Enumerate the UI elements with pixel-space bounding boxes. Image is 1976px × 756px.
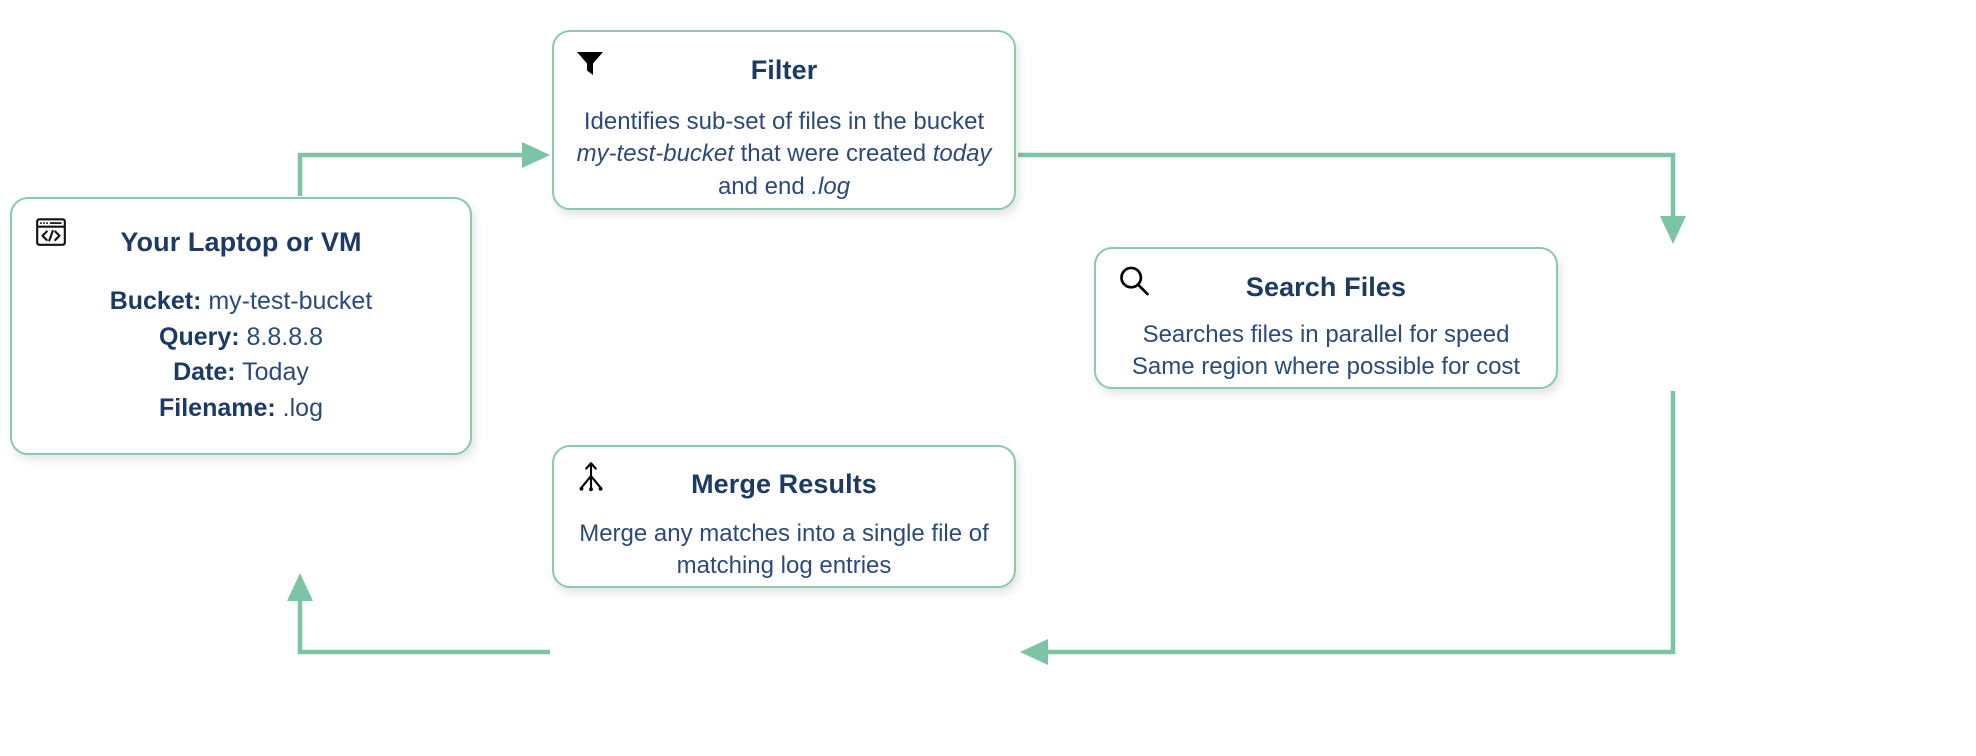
filter-line-3: and end .log — [554, 171, 1014, 203]
merge-line-2: matching log entries — [676, 552, 892, 580]
node-title: Your Laptop or VM — [120, 227, 362, 257]
field-bucket-value: my-test-bucket — [208, 287, 373, 315]
node-filter[interactable]: Filter Identifies sub-set of files in th… — [552, 30, 1016, 210]
field-bucket-label: Bucket: — [109, 287, 202, 315]
field-date-label: Date: — [173, 358, 236, 386]
search-line-2: Same region where possible for cost — [1131, 353, 1521, 381]
filter-line-3-pre: and end — [717, 172, 812, 200]
field-query: Query: 8.8.8.8 — [12, 320, 470, 356]
node-title: Filter — [750, 55, 818, 85]
node-body: Searches files in parallel for speed Sam… — [1096, 319, 1556, 384]
search-icon — [1116, 263, 1152, 299]
filter-bucket-name: my-test-bucket — [576, 140, 734, 168]
arrowhead-into-merge — [1020, 639, 1048, 665]
code-window-icon — [34, 215, 68, 249]
edge-laptop-to-filter — [297, 152, 536, 196]
merge-line-1: Merge any matches into a single file of — [579, 520, 989, 547]
filter-extension-token: .log — [811, 172, 851, 200]
node-title: Search Files — [1245, 272, 1407, 302]
filter-date-token: today — [932, 140, 992, 168]
arrowhead-into-filter — [522, 142, 550, 168]
node-body: Identifies sub-set of files in the bucke… — [554, 106, 1014, 203]
field-query-label: Query: — [159, 322, 240, 351]
field-date-value: Today — [242, 358, 309, 386]
filter-line-1: Identifies sub-set of files in the bucke… — [583, 108, 985, 135]
filter-line-2-mid: that were created — [733, 140, 933, 168]
field-bucket: Bucket: my-test-bucket — [12, 284, 470, 320]
git-merge-icon — [574, 459, 608, 493]
field-query-value: 8.8.8.8 — [246, 322, 323, 351]
node-merge-results[interactable]: Merge Results Merge any matches into a s… — [552, 445, 1016, 588]
field-filename-label: Filename: — [159, 393, 276, 422]
field-date: Date: Today — [12, 355, 470, 391]
edge-merge-to-laptop — [297, 588, 550, 655]
arrowhead-into-laptop — [287, 573, 313, 601]
edge-search-to-merge — [1034, 391, 1676, 655]
node-body: Bucket: my-test-bucket Query: 8.8.8.8 Da… — [12, 284, 470, 426]
node-body: Merge any matches into a single file of … — [554, 518, 1014, 583]
node-title: Merge Results — [691, 469, 877, 499]
node-search-files[interactable]: Search Files Searches files in parallel … — [1094, 247, 1558, 389]
funnel-icon — [574, 46, 606, 78]
arrowhead-into-search — [1660, 216, 1686, 244]
search-line-1: Searches files in parallel for speed — [1142, 321, 1510, 348]
node-your-laptop-or-vm[interactable]: Your Laptop or VM Bucket: my-test-bucket… — [10, 197, 472, 455]
edge-filter-to-search — [1018, 152, 1676, 228]
field-filename: Filename: .log — [12, 391, 470, 427]
filter-line-2: my-test-bucket that were created today — [554, 138, 1014, 170]
field-filename-value: .log — [282, 393, 323, 422]
